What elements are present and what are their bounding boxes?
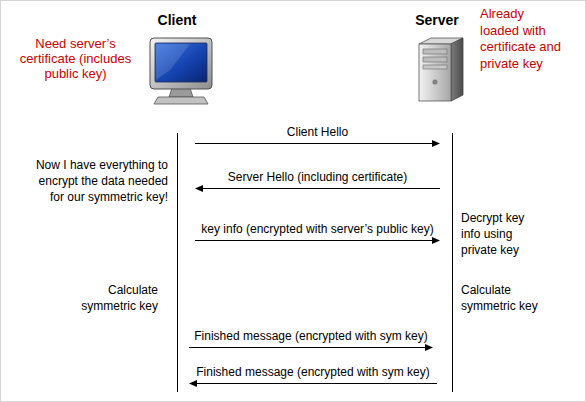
arrow-head	[432, 140, 440, 147]
monitor-icon	[150, 38, 212, 104]
tower-front	[419, 44, 451, 101]
monitor-screen	[155, 43, 207, 82]
message-arrow	[189, 380, 437, 387]
message-arrow	[195, 185, 440, 192]
arrow-head	[432, 237, 440, 244]
arrow-head	[189, 380, 197, 387]
message-label: Server Hello (including certificate)	[228, 170, 407, 184]
arrow-head	[195, 185, 203, 192]
message-arrow	[189, 344, 433, 351]
arrow-line	[195, 143, 434, 144]
arrow-head	[425, 344, 433, 351]
side-note: Now I have everything to encrypt the dat…	[28, 157, 168, 205]
server-icon	[419, 38, 463, 101]
message-label: Client Hello	[287, 125, 348, 139]
lifeline-node: ServerAlready loaded with certificate an…	[452, 133, 453, 392]
lifeline-node: ClientNeed server’s certificate (include…	[177, 133, 178, 392]
arrow-line	[195, 383, 437, 384]
actor-heading: Server	[407, 12, 467, 29]
requirement-note: Need server’s certificate (includes publ…	[13, 36, 138, 81]
message-label: key info (encrypted with server’s public…	[201, 222, 433, 236]
side-note: Calculate symmetric key	[461, 282, 541, 314]
drive-bay	[423, 57, 447, 62]
power-button	[433, 80, 437, 84]
tower-side	[451, 38, 463, 101]
side-note: Calculate symmetric key	[78, 282, 158, 314]
drive-bay	[423, 65, 447, 69]
actor-heading: Client	[147, 12, 207, 29]
message-arrow	[195, 140, 440, 147]
arrow-line	[201, 188, 440, 189]
drive-bay	[423, 49, 447, 54]
monitor-base	[154, 97, 208, 104]
arrow-line	[189, 347, 427, 348]
monitor-bezel	[150, 38, 212, 89]
side-note: Decrypt key info using private key	[461, 210, 539, 258]
message-arrow	[195, 237, 440, 244]
message-label: Finished message (encrypted with sym key…	[194, 329, 427, 343]
screen-glare	[156, 44, 190, 80]
arrow-line	[195, 240, 434, 241]
message-label: Finished message (encrypted with sym key…	[196, 365, 429, 379]
requirement-note: Already loaded with certificate and priv…	[480, 6, 564, 72]
